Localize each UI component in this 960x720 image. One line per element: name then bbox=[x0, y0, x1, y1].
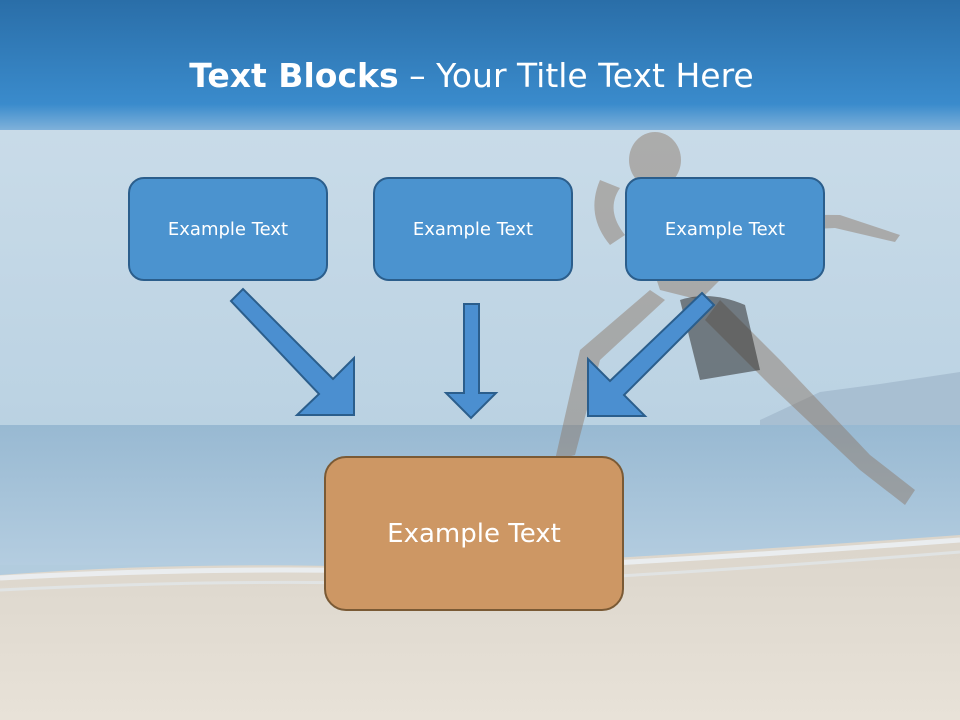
title-text-part: Your Title Text Here bbox=[436, 56, 754, 95]
text-block-2-label: Example Text bbox=[412, 218, 534, 240]
title-bold-part: Text Blocks bbox=[189, 56, 399, 95]
text-block-1-label: Example Text bbox=[167, 218, 289, 240]
text-block-1[interactable]: Example Text bbox=[128, 177, 328, 281]
target-block-label: Example Text bbox=[387, 518, 561, 549]
text-block-3[interactable]: Example Text bbox=[625, 177, 825, 281]
target-block[interactable]: Example Text bbox=[324, 456, 624, 611]
arrow-down-icon bbox=[443, 303, 499, 420]
title-dash: – bbox=[398, 56, 437, 95]
slide-title: Text Blocks – Your Title Text Here bbox=[0, 54, 943, 98]
text-block-2[interactable]: Example Text bbox=[373, 177, 573, 281]
arrow-left-diagonal-icon bbox=[229, 287, 355, 416]
text-block-3-label: Example Text bbox=[664, 218, 786, 240]
arrow-right-diagonal-icon bbox=[587, 291, 716, 417]
